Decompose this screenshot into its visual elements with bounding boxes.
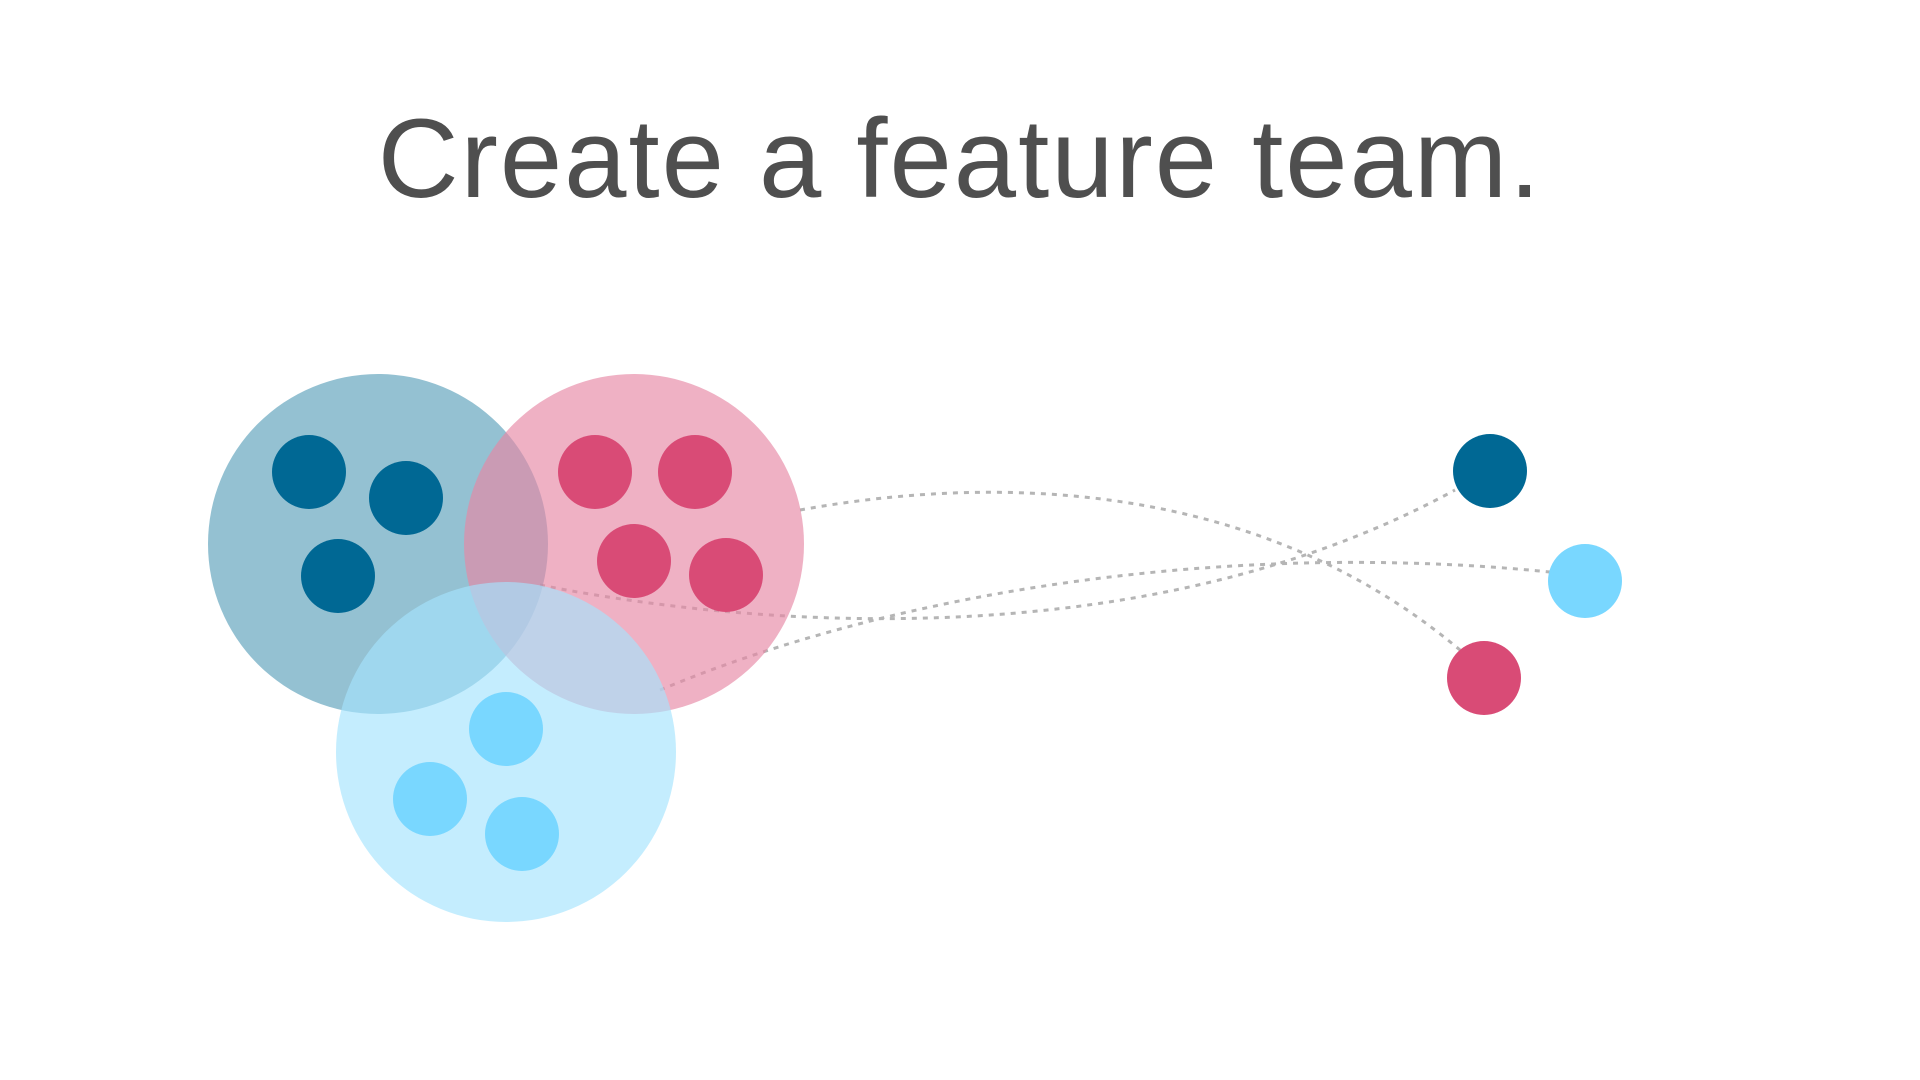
group-members <box>272 435 763 871</box>
page-title: Create a feature team. <box>377 96 1543 221</box>
pink-member <box>689 538 763 612</box>
light-blue-member <box>469 692 543 766</box>
light-blue-member <box>485 797 559 871</box>
pink-member <box>558 435 632 509</box>
dark-blue-member <box>272 435 346 509</box>
feature-team-member-light-blue <box>1548 544 1622 618</box>
feature-team <box>1447 434 1622 715</box>
connector-pink-to-pink-member <box>799 490 1461 652</box>
feature-team-member-pink <box>1447 641 1521 715</box>
pink-member <box>597 524 671 598</box>
dark-blue-member <box>369 461 443 535</box>
feature-team-member-dark-blue <box>1453 434 1527 508</box>
pink-member <box>658 435 732 509</box>
dark-blue-member <box>301 539 375 613</box>
connector-lines <box>539 488 1551 692</box>
connector-light-blue-to-light-blue-member <box>659 560 1551 692</box>
light-blue-member <box>393 762 467 836</box>
